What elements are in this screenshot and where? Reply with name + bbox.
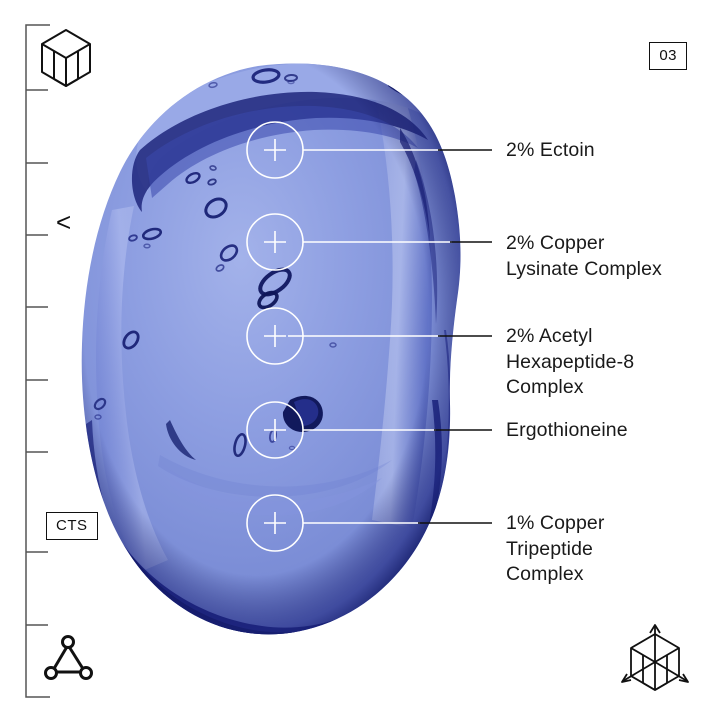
callout-label-acetyl-hexapeptide-8-complex: 2% Acetyl Hexapeptide-8 Complex [506,325,635,398]
gel-blob [81,63,461,635]
callout-label-copper-tripeptide-complex: 1% Copper Tripeptide Complex [506,512,605,585]
leader-lines [288,149,492,524]
callout-markers [246,121,304,552]
chevron-left-icon: < [56,207,72,237]
isometric-cube-hexagon-icon [41,29,91,87]
callout-marker-copper-lysinate-complex[interactable] [246,213,304,271]
code-badge: CTS [46,512,98,540]
callout-label-ergothioneine: Ergothioneine [506,419,628,441]
callout-label-copper-lysinate-complex: 2% Copper Lysinate Complex [506,232,662,280]
left-ruler [25,24,50,698]
isometric-cube-axes-icon [621,624,689,691]
callout-marker-ergothioneine[interactable] [246,401,304,459]
callout-label-ectoin: 2% Ectoin [506,139,595,161]
triangle-node-molecule-icon [44,635,93,680]
callout-marker-copper-tripeptide-complex[interactable] [246,494,304,552]
index-badge: 03 [649,42,687,70]
bubble-cluster [93,68,337,460]
callout-marker-ectoin[interactable] [246,121,304,179]
callout-marker-acetyl-hexapeptide-8-complex[interactable] [246,307,304,365]
